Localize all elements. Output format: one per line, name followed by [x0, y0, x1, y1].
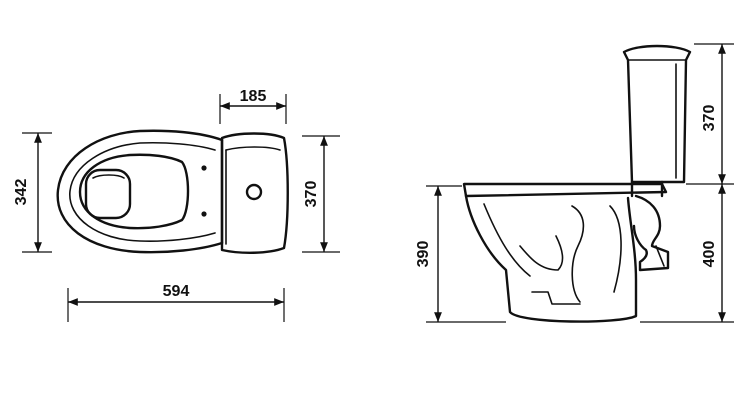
tank-top-outline: [220, 132, 289, 254]
top-view: 185 342 370 594: [13, 88, 340, 322]
bowl-outer-outline: [56, 129, 224, 254]
seat-rim: [462, 182, 668, 198]
dim-base-height-label: 400: [701, 241, 718, 268]
flush-button-icon: [245, 183, 263, 201]
dim-total-length: 594: [67, 283, 285, 322]
dim-tank-height-label: 370: [701, 105, 718, 132]
dim-tank-depth-label: 185: [240, 88, 267, 105]
dim-bowl-width: 342: [13, 132, 52, 253]
dim-seat-height-label: 390: [415, 241, 432, 268]
bowl-body-outline: [464, 194, 638, 323]
dim-tank-width-label: 370: [303, 181, 320, 208]
trapway-inner-curve: [609, 205, 622, 293]
dim-tank-depth: 185: [219, 88, 287, 124]
dim-bowl-width-label: 342: [13, 179, 30, 206]
dim-tank-height: 370: [686, 43, 734, 185]
trapway-left: [483, 203, 531, 277]
dim-base-height: 400: [640, 184, 734, 323]
trapway-right: [571, 205, 585, 303]
dim-tank-width: 370: [302, 135, 340, 253]
side-view: 390 370 400: [415, 43, 734, 323]
tank-side-outline: [622, 44, 692, 184]
drain-outlet: [84, 168, 132, 220]
mounting-hole-bottom: [201, 211, 207, 217]
drain-outlet-inner: [92, 174, 125, 179]
tank-lid-edge: [225, 146, 281, 151]
tank-bowl-connector: [630, 180, 664, 198]
dim-seat-height: 390: [415, 185, 506, 323]
trapway-bowl: [519, 235, 564, 271]
outlet-pipe: [632, 194, 670, 272]
outlet-pipe-detail: [655, 245, 665, 267]
bowl-inner-rim: [69, 141, 216, 242]
trapway-base: [531, 291, 581, 305]
dim-total-length-label: 594: [163, 283, 190, 300]
mounting-hole-top: [201, 165, 207, 171]
